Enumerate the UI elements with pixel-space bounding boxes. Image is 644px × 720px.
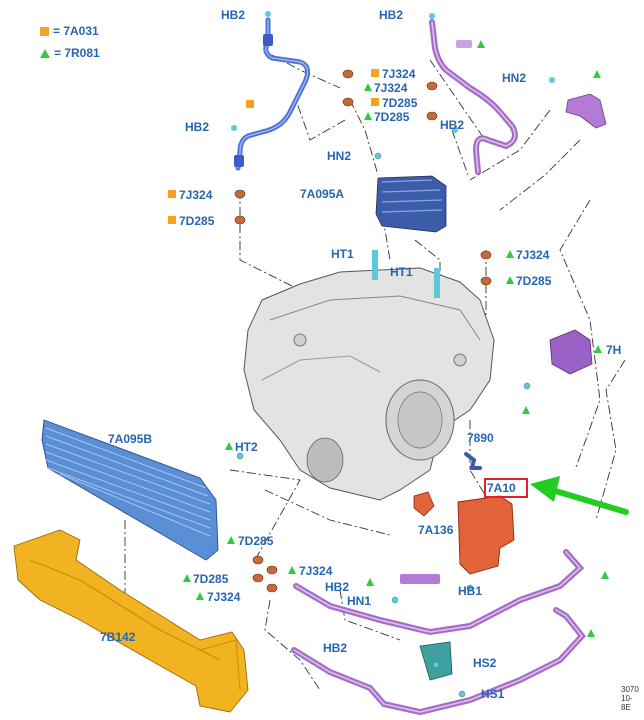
square-marker-icon: [371, 98, 379, 106]
label-7a136: 7A136: [418, 523, 454, 537]
fasteners: [236, 152, 531, 698]
label-7a095a: 7A095A: [300, 187, 345, 201]
label-7d285: 7D285: [382, 96, 418, 110]
highlight-box: [484, 478, 528, 498]
label-hb2: HB2: [185, 120, 210, 134]
label-7d285: 7D285: [238, 534, 274, 548]
green-pointer-arrow: [530, 476, 629, 515]
purple-hose-top: [429, 13, 555, 175]
triangle-marker-icon: [366, 578, 374, 586]
label-hn2: HN2: [327, 149, 352, 163]
lower-cooler-7a095b: [41, 419, 219, 561]
triangle-marker-icon: [364, 112, 372, 120]
label-ht2: HT2: [235, 440, 258, 454]
triangle-marker-icon: [522, 406, 530, 414]
label-7d285: 7D285: [374, 110, 410, 124]
label-hb2: HB2: [323, 641, 348, 655]
triangle-marker-icon: [183, 574, 191, 582]
label-7d285: 7D285: [193, 572, 229, 586]
triangle-marker-icon: [196, 592, 204, 600]
reference-code-line: 3070: [621, 685, 639, 694]
reference-code-line: 8E: [621, 703, 631, 712]
triangle-marker-icon: [594, 345, 602, 353]
triangle-marker-icon: [225, 442, 233, 450]
purple-hose-bottom: [291, 549, 586, 716]
label-ht1: HT1: [331, 247, 354, 261]
purple-bracket-top-right: [565, 93, 607, 129]
label-7j324: 7J324: [374, 81, 408, 95]
purple-mount-right: [549, 329, 593, 375]
triangle-marker-icon: [601, 571, 609, 579]
label-hb2: HB2: [325, 580, 350, 594]
label-7d285: 7D285: [179, 214, 215, 228]
label-hb2: HB2: [379, 8, 404, 22]
label-hb1: HB1: [458, 584, 483, 598]
label-7a095b: 7A095B: [108, 432, 153, 446]
triangle-marker-icon: [227, 536, 235, 544]
reference-code-line: 10-: [621, 694, 633, 703]
label-7b142: 7B142: [100, 630, 136, 644]
label-hn2: HN2: [502, 71, 527, 85]
valve-body: [413, 452, 515, 575]
label-7j324: 7J324: [382, 67, 416, 81]
label-hs1: HS1: [481, 687, 505, 701]
hose-clamps: [234, 69, 492, 593]
square-marker-icon: [40, 27, 49, 36]
square-marker-icon: [246, 100, 254, 108]
triangle-marker-icon: [587, 629, 595, 637]
transmission-housing: [243, 250, 495, 501]
triangle-marker-icon: [593, 70, 601, 78]
blue-hose-assembly: [231, 11, 311, 171]
label-hs2: HS2: [473, 656, 497, 670]
label-7j324: 7J324: [516, 248, 550, 262]
label-7j324: 7J324: [179, 188, 213, 202]
triangle-marker-icon: [364, 83, 372, 91]
triangle-marker-icon: [506, 250, 514, 258]
legend-triangle-label: = 7R081: [54, 46, 100, 60]
triangle-marker-icon: [477, 40, 485, 48]
label-hb2: HB2: [221, 8, 246, 22]
label-7h: 7H: [606, 343, 622, 357]
label-7j324: 7J324: [207, 590, 241, 604]
label-7d285: 7D285: [516, 274, 552, 288]
reference-code: 3070 10- 8E: [621, 685, 639, 712]
legend-item-square: = 7A031: [40, 24, 99, 38]
square-marker-icon: [371, 69, 379, 77]
label-hn1: HN1: [347, 594, 372, 608]
label-7890: 7890: [467, 431, 494, 445]
label-ht1: HT1: [390, 265, 413, 279]
label-7a10x: 7A10: [487, 481, 516, 495]
upper-cooler-7a095a: [375, 175, 447, 233]
label-7j324: 7J324: [299, 564, 333, 578]
front-bracket-7b142: [13, 529, 249, 713]
square-marker-icon: [168, 216, 176, 224]
label-hb2: HB2: [440, 118, 465, 132]
triangle-marker-icon: [288, 566, 296, 574]
triangle-marker-icon: [40, 49, 50, 58]
square-marker-icon: [168, 190, 176, 198]
legend-item-triangle: = 7R081: [40, 46, 100, 60]
triangle-marker-icon: [506, 276, 514, 284]
legend-square-label: = 7A031: [53, 24, 99, 38]
